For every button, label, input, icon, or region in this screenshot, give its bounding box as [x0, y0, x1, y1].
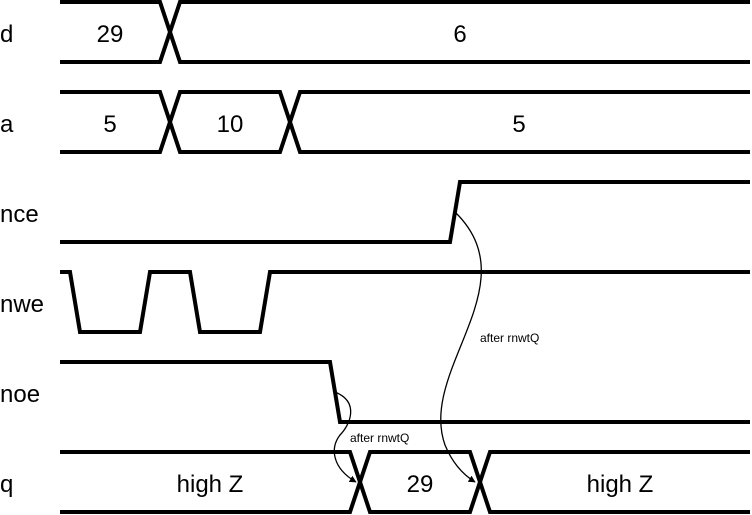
bus-value-a-2: 10	[217, 111, 244, 138]
signal-label-d: d	[0, 21, 13, 48]
bus-value-d-1: 29	[97, 21, 124, 48]
bus-value-a-1: 5	[103, 111, 116, 138]
signal-label-q: q	[0, 471, 13, 498]
waveform-q	[60, 450, 750, 514]
waveform-d	[60, 0, 750, 64]
annotation-after-rnwtq-1: after rnwtQ	[480, 331, 539, 345]
waveform-noe	[60, 360, 750, 424]
bus-value-q-2: 29	[407, 471, 434, 498]
signal-label-nwe: nwe	[0, 291, 44, 318]
waveform-nce	[60, 180, 750, 244]
bus-value-q-3: high Z	[587, 471, 654, 498]
annotation-after-rnwtq-2: after rnwtQ	[350, 431, 409, 445]
bus-value-d-2: 6	[453, 21, 466, 48]
causality-arrow-noe-to-q	[333, 391, 357, 483]
bus-value-q-1: high Z	[177, 471, 244, 498]
causality-arrow-nce-to-q	[440, 211, 482, 483]
bus-value-a-3: 5	[512, 111, 525, 138]
signal-label-a: a	[0, 111, 14, 138]
signal-label-noe: noe	[0, 381, 40, 408]
signal-label-nce: nce	[0, 201, 39, 228]
waveform-nwe	[60, 270, 750, 334]
waveform-a	[60, 90, 750, 154]
